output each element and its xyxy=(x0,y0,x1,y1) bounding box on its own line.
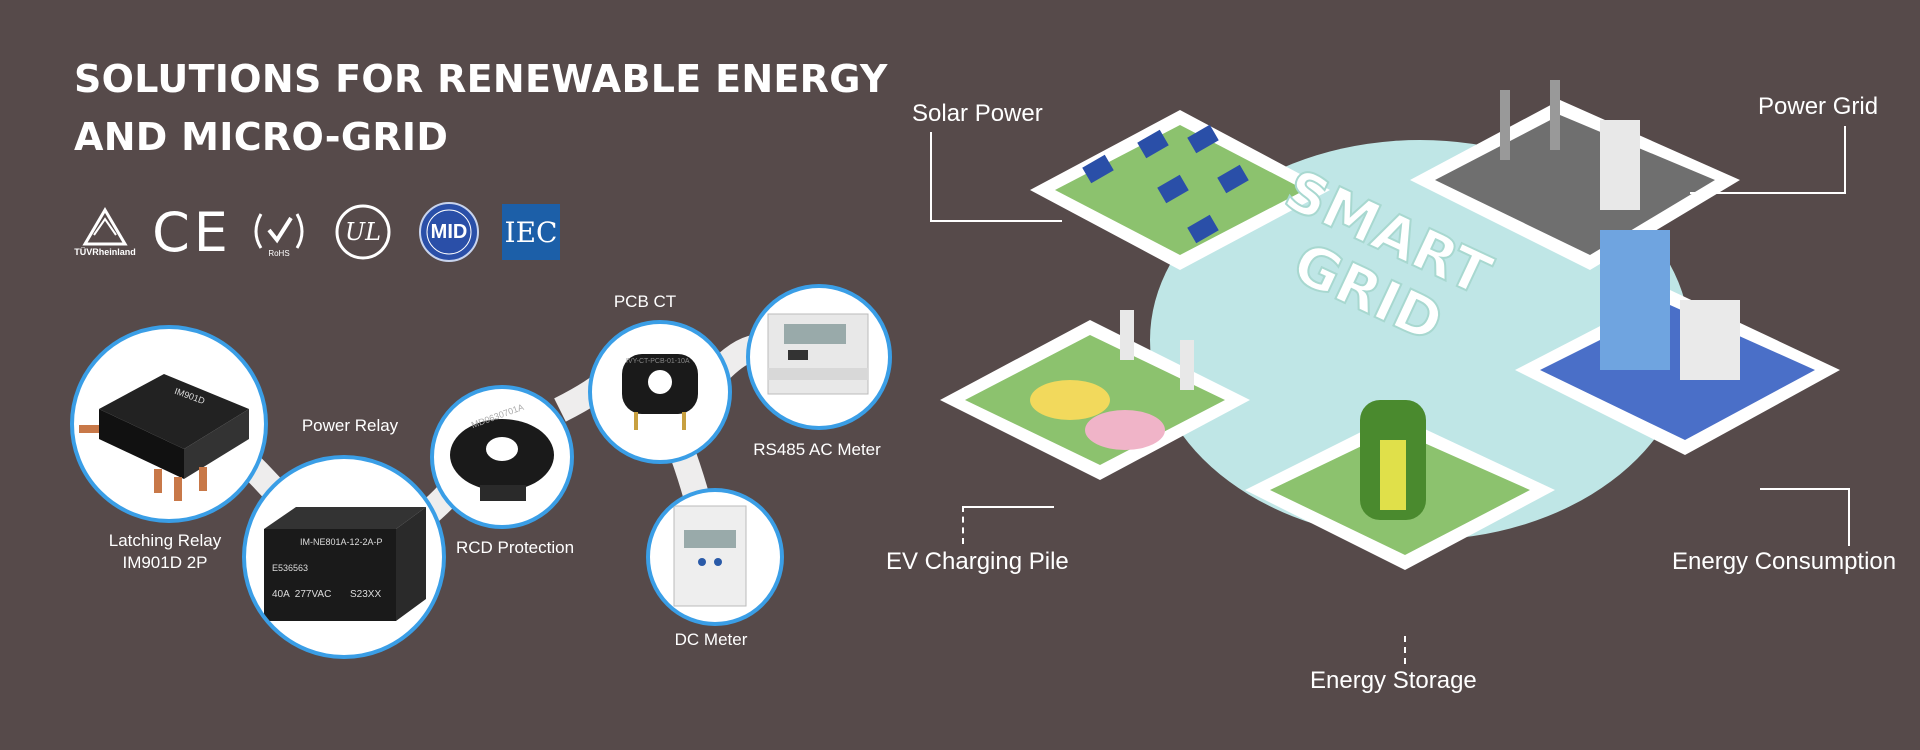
latching-relay-line2: IM901D 2P xyxy=(122,553,208,572)
charger-icon xyxy=(1180,340,1194,390)
building-icon xyxy=(1600,230,1670,370)
charger-icon xyxy=(1120,310,1134,360)
car-icon xyxy=(1085,410,1165,450)
solar-panel-icon xyxy=(1217,164,1249,194)
latching-relay-line1: Latching Relay xyxy=(108,531,222,550)
power-grid-platform xyxy=(1410,80,1740,270)
solar-panel-icon xyxy=(1157,174,1189,204)
tuv-label: TÜVRheinland xyxy=(74,247,136,257)
power-tower-icon xyxy=(1550,80,1560,150)
iec-logo-icon: IEC xyxy=(500,200,562,264)
power-relay-label: Power Relay xyxy=(301,416,399,435)
page-title: SOLUTIONS FOR RENEWABLE ENERGY AND MICRO… xyxy=(74,50,888,166)
power-grid-leader-line xyxy=(1690,126,1846,194)
power-relay-code: E536563 xyxy=(272,563,309,573)
power-relay-marking: IM-NE801A-12-2A-P xyxy=(300,537,383,547)
solar-panel-icon xyxy=(1187,124,1219,154)
power-grid-label: Power Grid xyxy=(1758,93,1879,120)
solar-panel-icon xyxy=(1082,154,1114,184)
car-icon xyxy=(1030,380,1110,420)
solar-platform xyxy=(1030,110,1330,270)
power-relay-image: IM-NE801A-12-2A-P E536563 40A 277VAC S23… xyxy=(242,455,446,659)
consumption-platform xyxy=(1515,230,1840,455)
title-line-2: AND MICRO-GRID xyxy=(74,115,449,159)
ce-mark-icon: CE xyxy=(152,200,232,264)
ce-label: CE xyxy=(152,200,232,264)
mid-label: MID xyxy=(430,220,468,243)
rcd-protection-label: RCD Protection xyxy=(455,538,575,557)
latching-relay-image: IM901D xyxy=(70,325,268,523)
cabinet-icon xyxy=(1600,120,1640,210)
solar-power-label: Solar Power xyxy=(912,100,1043,127)
smart-grid-illustration: SMART GRID xyxy=(940,80,1840,570)
ev-charging-label: EV Charging Pile xyxy=(886,548,1069,575)
title-line-1: SOLUTIONS FOR RENEWABLE ENERGY xyxy=(74,57,888,101)
pcb-ct-label: PCB CT xyxy=(613,292,677,311)
ev-leader-line xyxy=(962,506,1054,544)
dc-meter-label: DC Meter xyxy=(674,630,748,649)
latching-relay-label: Latching Relay IM901D 2P xyxy=(70,530,260,574)
solar-panel-icon xyxy=(1187,214,1219,244)
tuv-rheinland-icon: TÜVRheinland xyxy=(72,200,138,264)
rcd-protection-image: MD0630701A xyxy=(430,385,574,529)
solar-panel-icon xyxy=(1137,129,1169,159)
consumption-leader-line xyxy=(1760,488,1850,546)
rs485-meter-image xyxy=(746,284,892,430)
pcb-ct-marking: IVY-CT-PCB-01-10A xyxy=(626,358,690,365)
solar-leader-line xyxy=(930,132,1062,222)
ul-mark-icon: UL xyxy=(330,200,396,264)
power-tower-icon xyxy=(1500,90,1510,160)
pcb-ct-image: IVY-CT-PCB-01-10A xyxy=(588,320,732,464)
mid-badge-icon: MID xyxy=(416,200,482,264)
battery-level-icon xyxy=(1380,440,1406,510)
energy-consumption-label: Energy Consumption xyxy=(1672,548,1897,575)
ul-label: UL xyxy=(344,218,382,246)
storage-platform xyxy=(1245,400,1555,570)
rohs-label: RoHS xyxy=(268,249,290,258)
dc-meter-image xyxy=(646,488,784,626)
energy-storage-label: Energy Storage xyxy=(1310,667,1477,694)
ev-platform xyxy=(940,310,1250,480)
power-relay-rating: 40A 277VAC xyxy=(272,589,332,600)
rs485-meter-label: RS485 AC Meter xyxy=(753,440,881,459)
building-icon xyxy=(1680,300,1740,380)
rohs-icon: RoHS xyxy=(246,200,312,264)
power-relay-batch: S23XX xyxy=(350,589,382,600)
storage-leader-line xyxy=(1404,636,1406,664)
iec-label: IEC xyxy=(504,215,558,249)
